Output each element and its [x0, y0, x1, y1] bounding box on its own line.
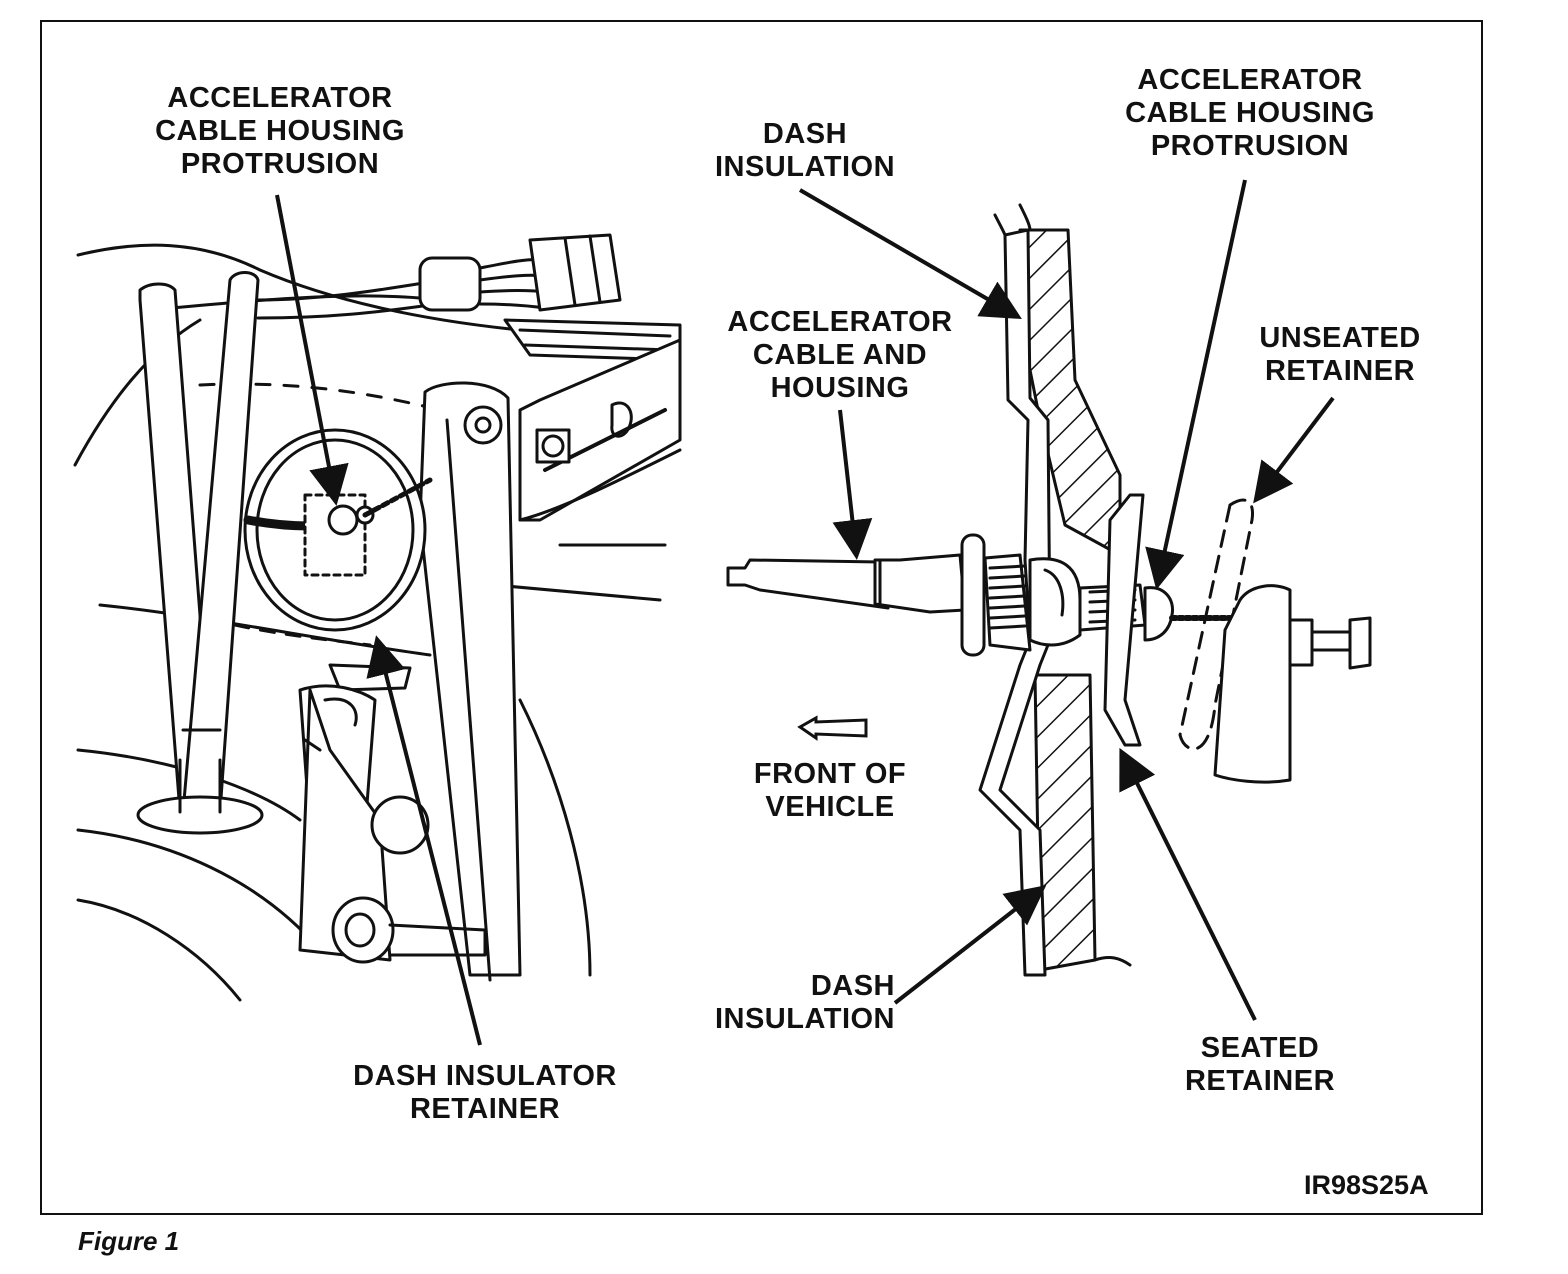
label-line: PROTRUSION: [1150, 130, 1350, 162]
label-line: RETAINER: [409, 1093, 561, 1125]
label-line: ACCELERATOR: [1137, 64, 1363, 96]
label-line: RETAINER: [1184, 1065, 1336, 1097]
label-line: DASH INSULATOR: [353, 1060, 617, 1092]
front-of-vehicle-arrow: [797, 715, 868, 741]
label-line: CABLE HOUSING: [155, 115, 405, 147]
leader-dash-insulation-top: [798, 188, 1022, 320]
right-illustration: [726, 203, 1372, 977]
label-line: SEATED: [1200, 1032, 1320, 1064]
label-dash-insulation-bottom: DASH INSULATION: [665, 970, 895, 1036]
label-line: INSULATION: [714, 1003, 895, 1035]
label-cable-and-housing: ACCELERATOR CABLE AND HOUSING: [700, 306, 980, 405]
label-seated-retainer: SEATED RETAINER: [1150, 1032, 1370, 1098]
label-line: DASH: [810, 970, 895, 1002]
label-line: RETAINER: [1264, 355, 1416, 387]
leader-left-protrusion: [275, 194, 349, 506]
label-right-protrusion: ACCELERATOR CABLE HOUSING PROTRUSION: [1100, 64, 1400, 163]
figure-caption: Figure 1: [78, 1226, 180, 1256]
label-line: VEHICLE: [765, 791, 895, 823]
label-line: CABLE HOUSING: [1125, 97, 1375, 129]
label-dash-insulation-top: DASH INSULATION: [690, 118, 920, 184]
label-line: DASH: [762, 118, 848, 150]
label-left-retainer: DASH INSULATOR RETAINER: [330, 1060, 640, 1126]
label-left-protrusion: ACCELERATOR CABLE HOUSING PROTRUSION: [140, 82, 420, 181]
leader-dash-insulation-bottom: [893, 885, 1047, 1005]
label-line: HOUSING: [770, 372, 910, 404]
figure-code: IR98S25A: [1304, 1170, 1429, 1200]
label-line: CABLE AND: [752, 339, 928, 371]
leader-unseated-retainer: [1253, 396, 1335, 504]
leader-lines: [275, 179, 1335, 1046]
leader-cable-and-housing: [832, 409, 873, 560]
label-line: FRONT OF: [753, 758, 907, 790]
label-line: ACCELERATOR: [727, 306, 953, 338]
leader-seated-retainer: [1119, 747, 1257, 1021]
label-line: UNSEATED: [1259, 322, 1421, 354]
label-front-of-vehicle: FRONT OF VEHICLE: [720, 758, 940, 824]
left-illustration: [73, 233, 682, 1002]
leader-right-protrusion: [1145, 179, 1247, 590]
label-line: INSULATION: [714, 151, 896, 183]
label-line: ACCELERATOR: [167, 82, 393, 114]
label-unseated-retainer: UNSEATED RETAINER: [1230, 322, 1450, 388]
label-line: PROTRUSION: [180, 148, 380, 180]
leader-left-retainer: [366, 635, 482, 1046]
